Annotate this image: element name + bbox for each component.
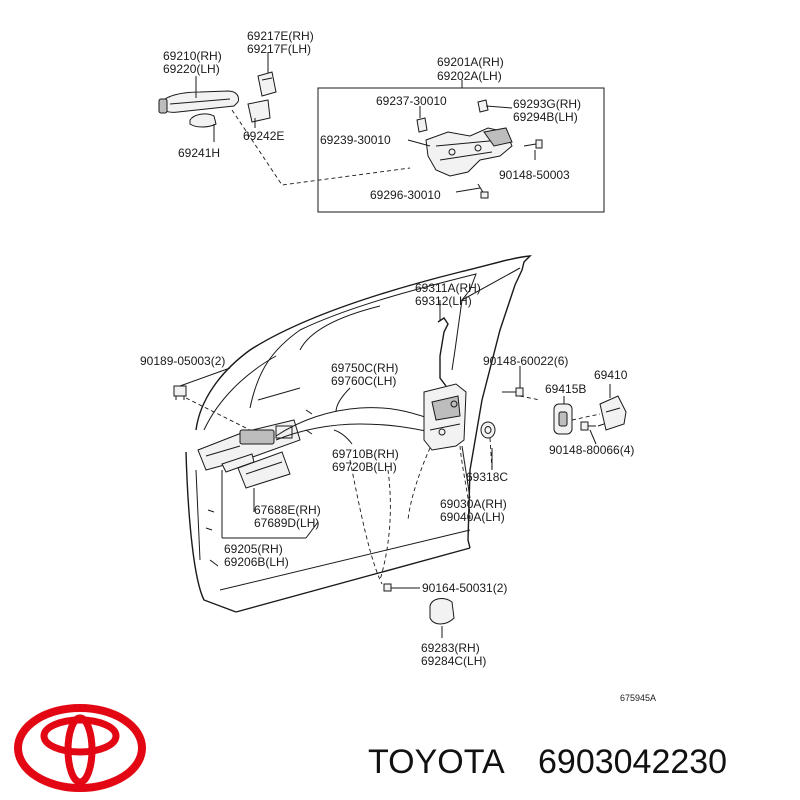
toyota-logo-icon <box>14 704 146 792</box>
striker-shim-part <box>553 403 573 435</box>
label-90189: 90189-05003(2) <box>140 354 225 368</box>
label-69040a: 69040A(LH) <box>440 510 505 524</box>
label-69241h: 69241H <box>178 146 220 160</box>
label-69283: 69283(RH) <box>421 641 480 655</box>
label-67689d: 67689D(LH) <box>254 516 319 530</box>
door-lock-part <box>423 383 467 451</box>
label-67688e: 67688E(RH) <box>254 503 321 517</box>
part-number: 6903042230 <box>538 743 727 781</box>
handle-seal-part <box>189 113 217 128</box>
label-69293g: 69293G(RH) <box>513 97 581 111</box>
lock-rod-part <box>437 317 449 387</box>
label-69311a: 69311A(RH) <box>415 281 481 295</box>
label-69242e: 69242E <box>243 129 284 143</box>
screw-part-69296 <box>477 183 489 199</box>
label-69030a: 69030A(RH) <box>440 497 507 511</box>
outside-handle-part <box>158 90 239 114</box>
label-69720b: 69720B(LH) <box>332 460 397 474</box>
label-69710b: 69710B(RH) <box>332 447 399 461</box>
label-69237: 69237-30010 <box>376 94 447 108</box>
lock-cover-part <box>429 598 455 625</box>
lock-cable-part <box>275 407 431 441</box>
handle-frame-part <box>425 127 513 177</box>
inside-handle-cover-part <box>237 451 291 489</box>
label-69284c: 69284C(LH) <box>421 654 486 668</box>
label-69239: 69239-30010 <box>320 133 391 147</box>
label-69760c: 69760C(LH) <box>331 374 396 388</box>
label-69202a: 69202A(LH) <box>437 69 502 83</box>
label-90164: 90164-50031(2) <box>422 581 507 595</box>
label-69217f: 69217F(LH) <box>247 42 311 56</box>
label-69205: 69205(RH) <box>224 542 283 556</box>
label-69750c: 69750C(RH) <box>331 361 398 375</box>
label-90148-60022: 90148-60022(6) <box>483 354 568 368</box>
grommet-part <box>480 421 496 439</box>
clip-part-69293 <box>477 99 489 113</box>
label-90148-80066: 90148-80066(4) <box>549 443 634 457</box>
clip-part-90189 <box>173 385 187 400</box>
striker-part <box>597 395 627 431</box>
label-69206b: 69206B(LH) <box>224 555 289 569</box>
clip-part-69237 <box>416 117 428 133</box>
screw-part-90148-80066 <box>580 421 596 431</box>
brand-name: TOYOTA <box>368 743 505 781</box>
door-outline <box>185 255 532 613</box>
label-69410: 69410 <box>594 368 628 382</box>
handle-cap-part <box>257 71 277 97</box>
screw-part-90148-60022 <box>502 387 524 397</box>
label-69318c: 69318C <box>466 470 508 484</box>
label-90148-50003: 90148-50003 <box>499 168 570 182</box>
label-69415b: 69415B <box>545 382 586 396</box>
bolt-part-90148 <box>523 139 543 149</box>
label-69201a: 69201A(RH) <box>437 55 504 69</box>
label-69217e: 69217E(RH) <box>247 29 314 43</box>
figure-code: 675945A <box>620 693 656 703</box>
label-69220: 69220(LH) <box>163 62 220 76</box>
label-69312: 69312(LH) <box>415 294 472 308</box>
handle-pad-part <box>247 99 271 123</box>
handle-frame-box <box>317 87 605 213</box>
label-69296: 69296-30010 <box>370 188 441 202</box>
label-69210: 69210(RH) <box>163 49 222 63</box>
label-69294b: 69294B(LH) <box>513 110 578 124</box>
